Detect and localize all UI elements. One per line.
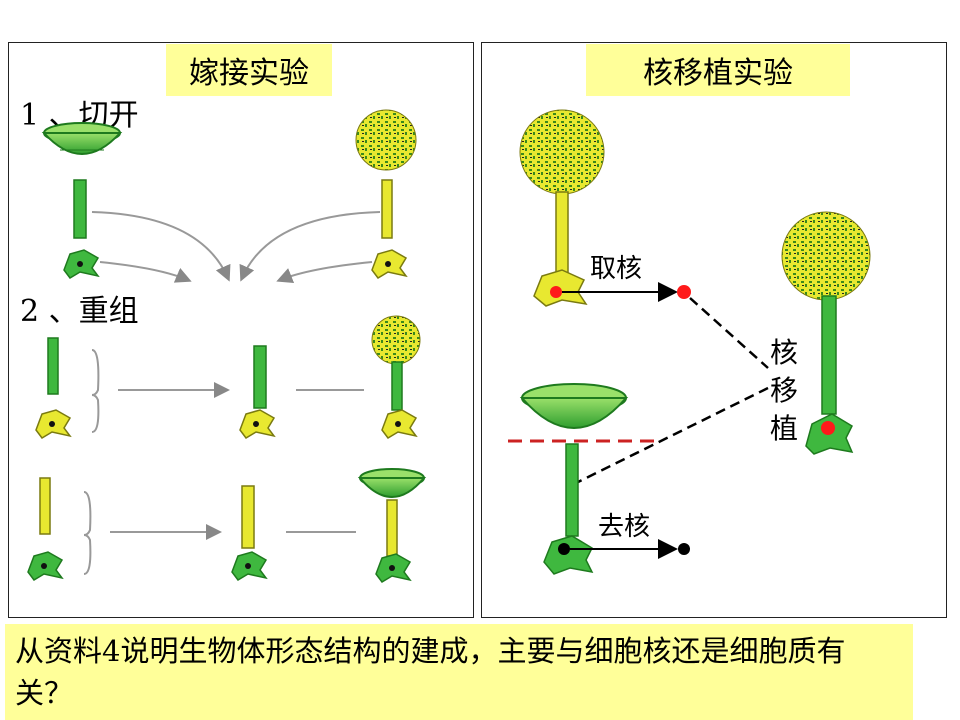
recipient-nucleus [558, 543, 570, 555]
remove-nucleus-label: 去核 [598, 512, 651, 542]
take-nucleus-label: 取核 [590, 254, 643, 284]
question-text: 从资料4说明生物体形态结构的建成，主要与细胞核还是细胞质有关？ [5, 624, 913, 720]
grafting-title: 嫁接实验 [166, 44, 332, 96]
stalk-green-1 [73, 179, 87, 239]
nuclear-transplant-title: 核移植实验 [586, 44, 850, 96]
transplant-label-1: 核 [769, 336, 798, 369]
extracted-nucleus [677, 285, 691, 299]
step2-label: 2 、重组 [20, 294, 139, 329]
donor-nucleus [550, 286, 562, 298]
stalk-yellow-1 [381, 179, 393, 239]
fuzzy-cap-yellow-1 [355, 109, 417, 171]
transplant-label-2: 移 [769, 374, 798, 407]
transplanted-nucleus [821, 421, 835, 435]
cup-cap-green-1 [41, 122, 123, 155]
removed-nucleus [678, 543, 690, 555]
transplant-label-3: 植 [769, 412, 798, 445]
